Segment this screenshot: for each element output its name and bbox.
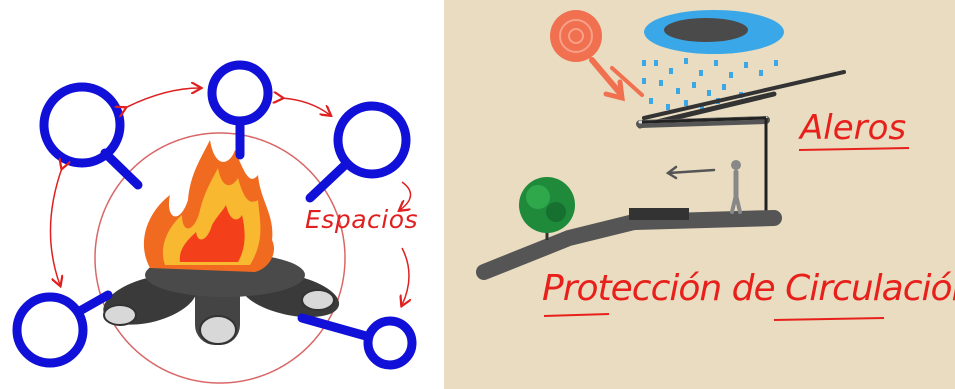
fire-flames-icon [143,140,275,272]
eaves-diagram-panel: Aleros Protección de Circulación [444,0,955,389]
ground-terrain [476,208,782,280]
aleros-label: Aleros [800,108,907,148]
space-ring-top-left [39,82,143,190]
aleros-underline [798,147,910,151]
space-ring-bottom-right [297,313,417,370]
circulation-arrow [665,165,716,180]
tree-icon [519,177,575,240]
gathering-circle [94,132,346,384]
relationship-arrows [49,88,412,305]
caption-underline-2 [773,317,885,321]
space-ring-bottom-left [12,290,113,368]
espacios-label: Espacios [305,205,419,234]
caption-underline-1 [543,313,610,317]
rain-cloud-icon [642,10,784,112]
building-wall [641,116,768,218]
campfire-diagram [12,60,417,384]
campfire-diagram-panel: Espacios [0,0,440,389]
person-icon [730,160,742,214]
circulation-caption: Protección de Circulación [542,268,955,309]
sun-icon [550,10,644,102]
space-ring-top [207,60,273,160]
eaves-diagram [476,10,910,321]
space-ring-top-right [305,101,411,203]
